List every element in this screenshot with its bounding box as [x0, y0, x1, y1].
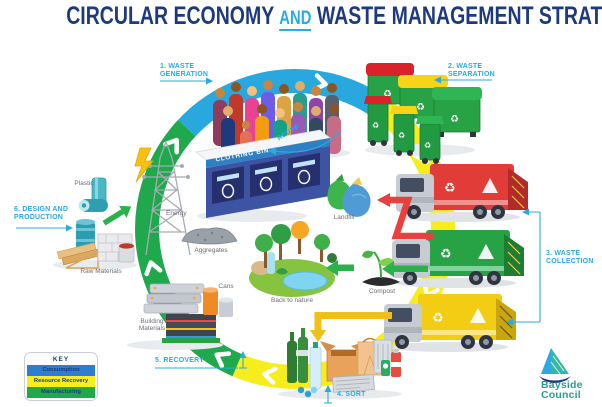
step-leader-lines	[16, 76, 541, 404]
cans-label: Cans	[218, 283, 234, 290]
ring-segment-consumption	[178, 69, 392, 137]
raw-materials-illustration	[56, 219, 135, 269]
step-label-recovery: 5. Recovery	[155, 357, 205, 364]
compost-label: Compost	[368, 288, 395, 295]
logo-line2: Council	[541, 388, 581, 401]
garbage-truck-yellow: ♻	[384, 294, 516, 352]
plastic-rolls-illustration	[78, 177, 108, 212]
compost-arrows	[102, 205, 428, 277]
garbage-truck-red: ♻	[396, 164, 528, 222]
svg-text:♻: ♻	[398, 131, 405, 140]
step-label-waste-generation: 1. Waste Generation	[160, 63, 209, 79]
svg-text:♻: ♻	[450, 114, 459, 125]
aggregates-label: Aggregates	[194, 247, 228, 254]
key-row-resource-recovery: Resource Recovery	[27, 376, 95, 387]
title-part1: CIRCULAR ECONOMY	[66, 2, 280, 30]
clothing-bin-illustration: CLOTHING BIN	[195, 129, 331, 218]
step-label-waste-separation: 2. Waste Separation	[448, 63, 495, 79]
svg-text:♻: ♻	[424, 141, 431, 150]
sort-arrow	[310, 312, 392, 342]
title-part2: WASTE MANAGEMENT STRATEGY	[316, 2, 602, 30]
svg-text:♻: ♻	[444, 180, 456, 195]
lightning-bolt-icon	[134, 147, 154, 183]
back-to-nature-illustration	[249, 221, 337, 297]
step-label-waste-collection: 3. Waste Collection	[546, 250, 594, 266]
bayside-council-logo-text: Bayside Council	[541, 379, 583, 401]
key-row-consumption: Consumption	[27, 365, 95, 376]
svg-text:♻: ♻	[416, 102, 425, 113]
aggregates-illustration	[181, 227, 238, 245]
page-title: CIRCULAR ECONOMY AND WASTE MANAGEMENT ST…	[66, 2, 602, 31]
building-materials-label: Building Materials	[138, 318, 166, 333]
landfill-arrow	[377, 193, 434, 240]
step-label-sort: 4. Sort	[337, 391, 366, 398]
svg-text:♻: ♻	[372, 121, 379, 130]
cans-illustration	[203, 287, 233, 317]
key-legend: KEY Consumption Resource Recovery Manufa…	[24, 352, 98, 401]
key-title: KEY	[52, 356, 70, 363]
landfill-illustration	[327, 174, 371, 217]
landfill-label: Landfill	[333, 214, 355, 221]
building-materials-illustration	[143, 283, 220, 343]
waste-bins-illustration: ♻ ♻ ♻ ♻ ♻ ♻	[364, 63, 482, 164]
reuse-arrow	[268, 130, 341, 155]
plastic-label: Plastic	[74, 180, 94, 187]
sorted-recyclables-illustration	[287, 328, 401, 398]
step-label-design-production: 6. Design and Production	[14, 206, 69, 222]
back-to-nature-label: Back to nature	[271, 297, 313, 304]
bayside-council-logo-icon	[539, 348, 571, 383]
title-conjunction: AND	[279, 8, 312, 31]
key-row-manufacturing: Manufacturing	[27, 387, 95, 398]
svg-text:♻: ♻	[432, 310, 444, 325]
svg-text:♻: ♻	[440, 246, 452, 261]
logo-line1: Bayside	[541, 379, 583, 391]
svg-text:♻: ♻	[383, 89, 392, 100]
raw-materials-label: Raw Materials	[80, 268, 122, 275]
energy-label: Energy	[166, 210, 187, 217]
